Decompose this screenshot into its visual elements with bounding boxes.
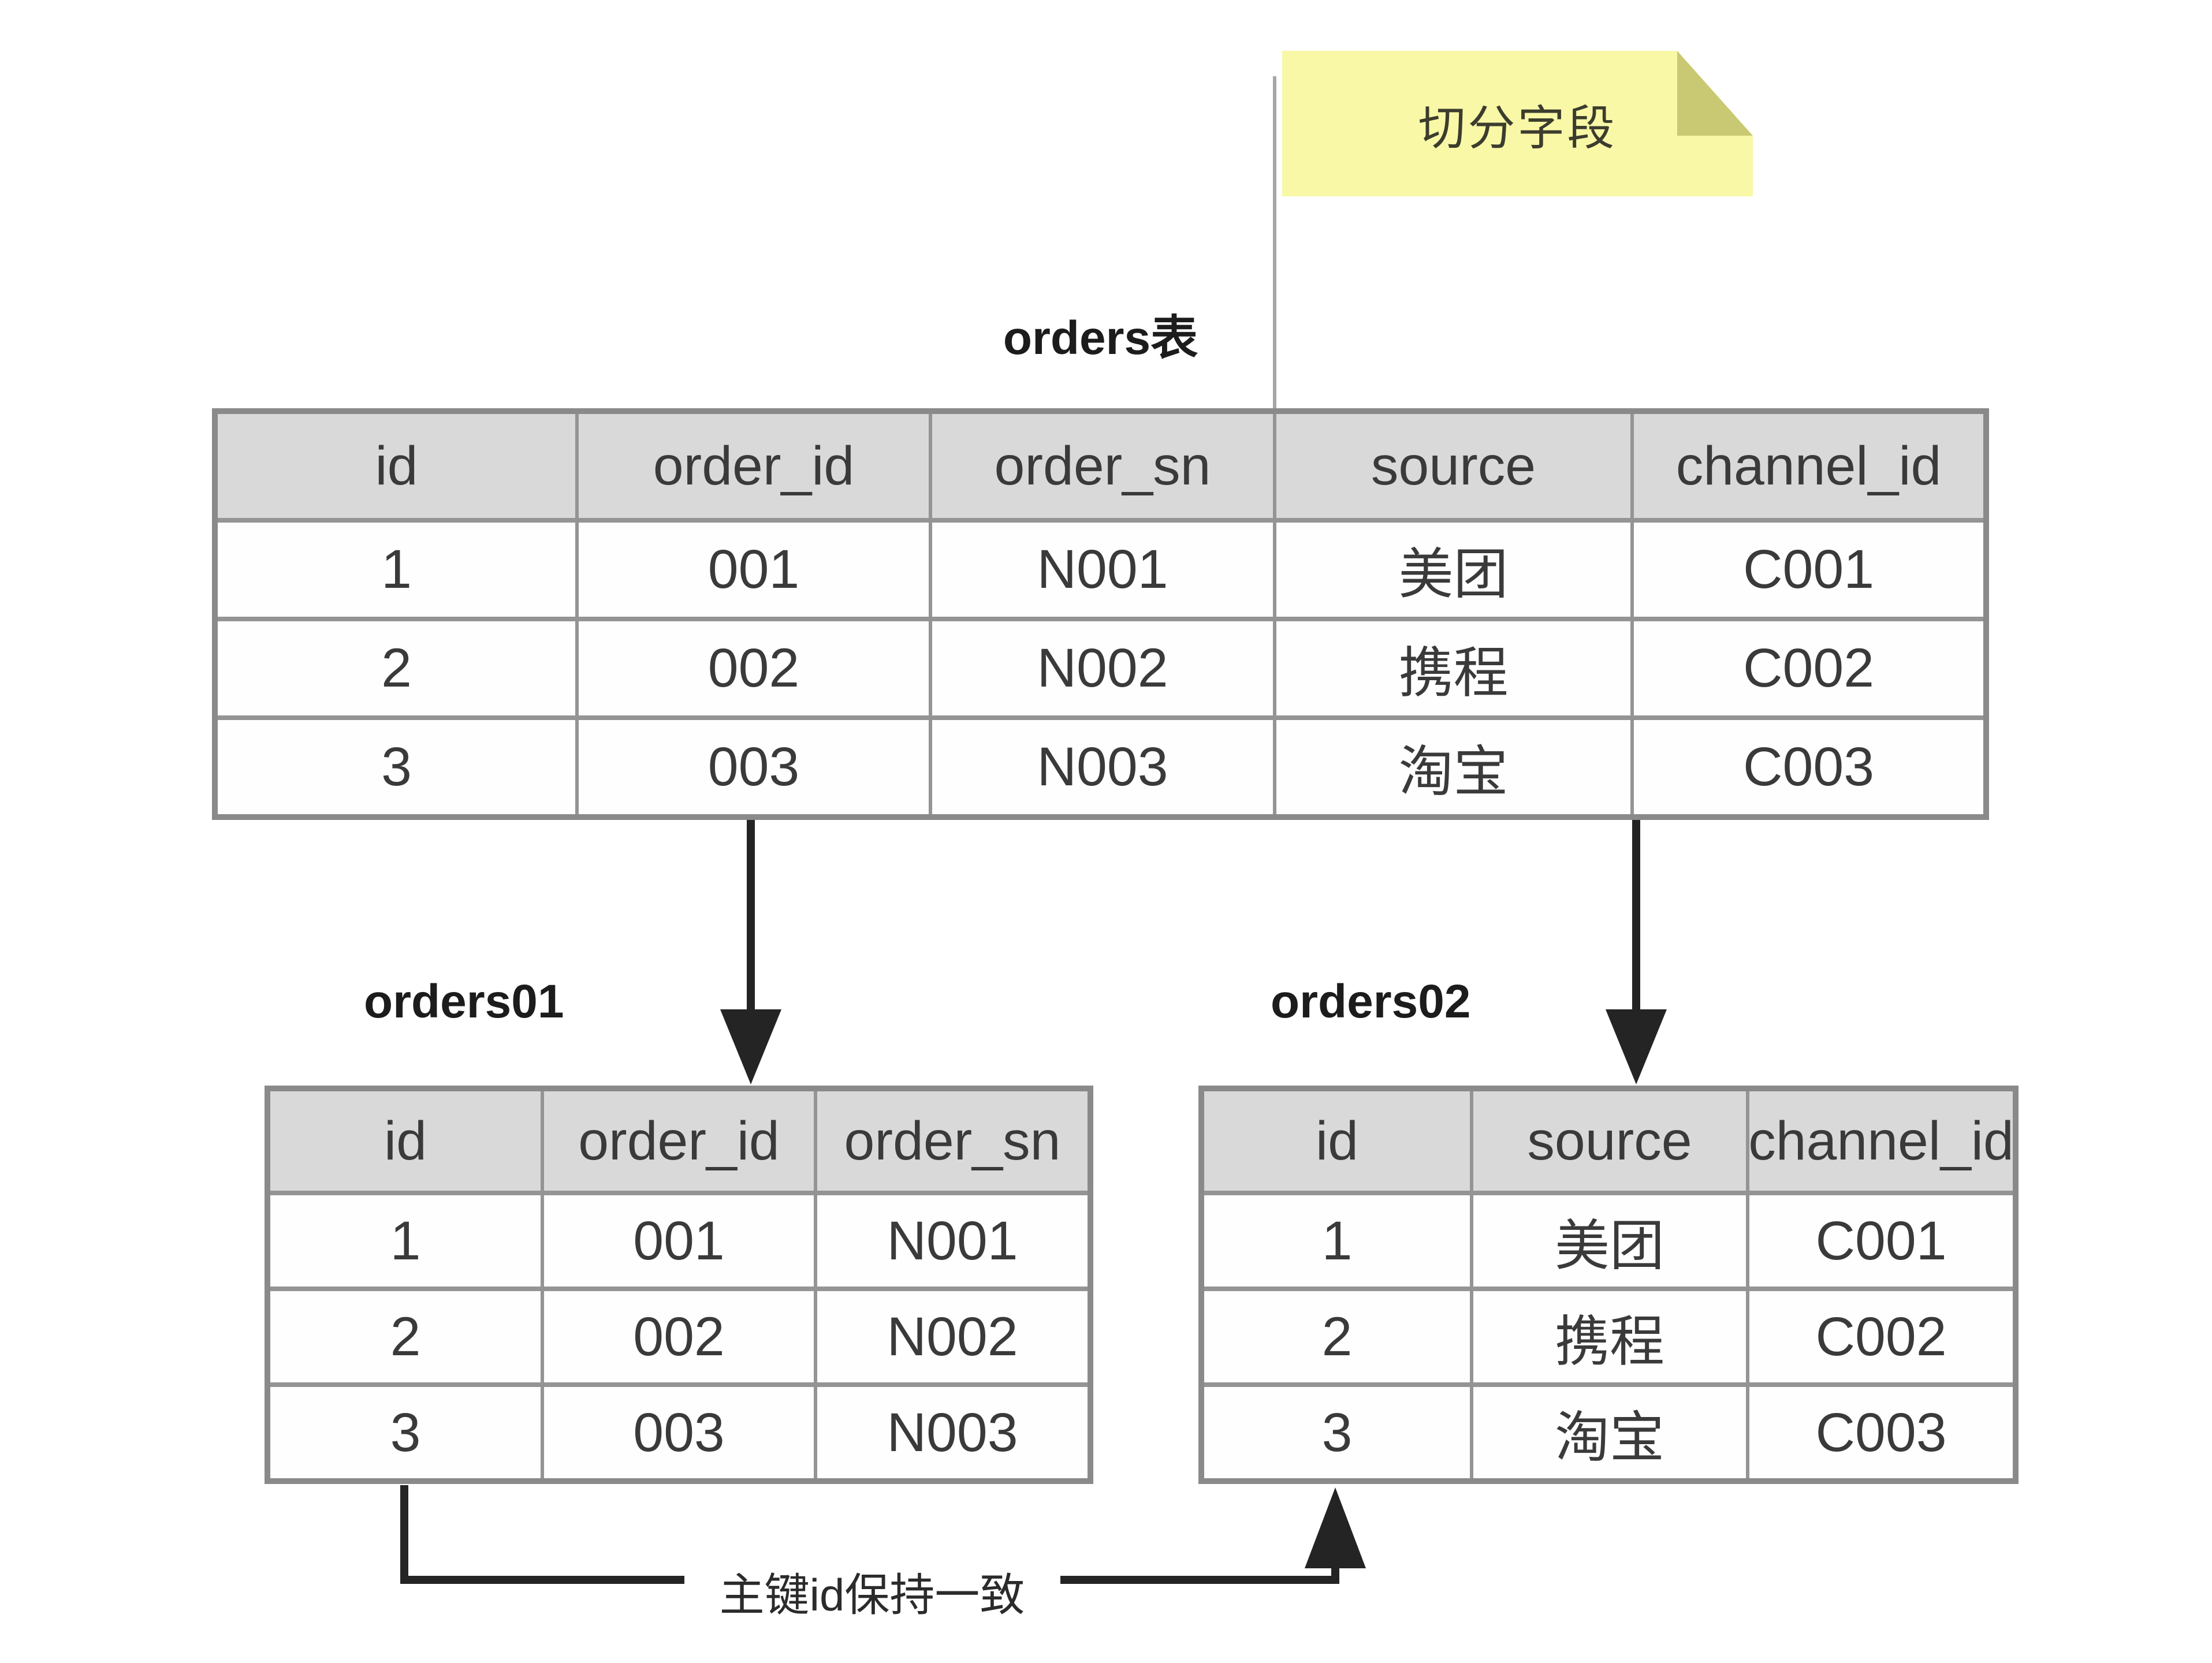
header-cell: order_sn — [817, 1091, 1088, 1191]
table-cell: 002 — [579, 621, 929, 715]
sticky-note-label: 切分字段 — [1418, 102, 1617, 155]
table-cell: 003 — [544, 1387, 814, 1478]
main-table-title: orders表 — [1003, 312, 1198, 364]
table-cell: 携程 — [1473, 1291, 1746, 1382]
table-cell: C003 — [1634, 720, 1983, 814]
arrowhead-down-icon — [720, 1009, 781, 1084]
table-cell: C002 — [1634, 621, 1983, 715]
table-cell: N002 — [932, 621, 1273, 715]
header-cell: channel_id — [1749, 1091, 2013, 1191]
primary-key-consistency-label: 主键id保持一致 — [719, 1569, 1025, 1620]
header-cell: source — [1276, 414, 1630, 518]
arrowhead-down-icon — [1606, 1009, 1667, 1084]
pk-connector-right-segment — [1060, 1567, 1339, 1584]
header-cell: id — [270, 1091, 541, 1191]
table-cell: N003 — [932, 720, 1273, 814]
header-cell: order_id — [544, 1091, 814, 1191]
header-cell: channel_id — [1634, 414, 1983, 518]
table-cell: N002 — [817, 1291, 1088, 1382]
table-cell: C001 — [1749, 1195, 2013, 1287]
table-cell: 美团 — [1276, 523, 1630, 617]
table-cell: 1 — [270, 1195, 541, 1287]
arrow-down-to-orders01 — [720, 818, 781, 1084]
sticky-note: 切分字段 — [1282, 51, 1753, 196]
arrowhead-up-icon — [1305, 1487, 1366, 1568]
orders02-table: id source channel_id 1 美团 C001 2 携程 C002… — [1198, 1086, 2019, 1484]
table-cell: 2 — [1204, 1291, 1470, 1382]
header-cell: source — [1473, 1091, 1746, 1191]
table-cell: 1 — [1204, 1195, 1470, 1287]
table-cell: 3 — [1204, 1387, 1470, 1478]
table-cell: N001 — [817, 1195, 1088, 1287]
table-cell: 1 — [218, 523, 575, 617]
table-cell: 携程 — [1276, 621, 1630, 715]
table-cell: 淘宝 — [1276, 720, 1630, 814]
table-cell: 淘宝 — [1473, 1387, 1746, 1478]
main-table: id order_id order_sn source channel_id 1… — [212, 408, 1989, 820]
header-cell: id — [1204, 1091, 1470, 1191]
table-cell: 3 — [218, 720, 575, 814]
table-cell: 2 — [218, 621, 575, 715]
table-cell: N003 — [817, 1387, 1088, 1478]
table-cell: C003 — [1749, 1387, 2013, 1478]
table-cell: N001 — [932, 523, 1273, 617]
header-cell: id — [218, 414, 575, 518]
orders01-table: id order_id order_sn 1 001 N001 2 002 N0… — [265, 1086, 1093, 1484]
table-cell: 美团 — [1473, 1195, 1746, 1287]
table-cell: 001 — [544, 1195, 814, 1287]
table-cell: 3 — [270, 1387, 541, 1478]
orders01-table-title: orders01 — [364, 975, 564, 1028]
pk-connector-left-segment — [400, 1485, 684, 1584]
orders02-table-title: orders02 — [1271, 975, 1471, 1028]
note-folded-corner — [1677, 51, 1753, 136]
table-cell: C002 — [1749, 1291, 2013, 1382]
table-cell: 2 — [270, 1291, 541, 1382]
header-cell: order_id — [579, 414, 929, 518]
table-cell: C001 — [1634, 523, 1983, 617]
header-cell: order_sn — [932, 414, 1273, 518]
table-cell: 002 — [544, 1291, 814, 1382]
arrow-down-to-orders02 — [1606, 818, 1667, 1084]
table-cell: 001 — [579, 523, 929, 617]
table-cell: 003 — [579, 720, 929, 814]
